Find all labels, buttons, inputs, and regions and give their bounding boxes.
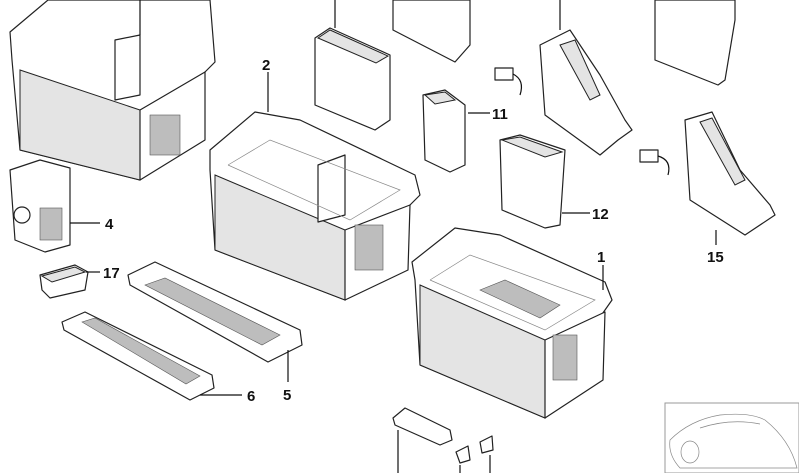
insert-panel-top-right[interactable]	[654, 0, 736, 86]
callout-11: 11	[492, 106, 508, 123]
callout-4: 4	[105, 216, 114, 233]
storage-box-top-left[interactable]	[9, 0, 216, 181]
guide-rail-top[interactable]	[494, 29, 633, 156]
callout-1: 1	[597, 249, 605, 266]
vehicle-thumbnail	[664, 402, 799, 473]
mounting-bracket[interactable]	[392, 407, 453, 446]
storage-box-1[interactable]	[411, 227, 613, 419]
part-15-guide-rail[interactable]	[639, 111, 776, 236]
insert-panel-top[interactable]	[392, 0, 471, 63]
part-6-tray-mat[interactable]	[61, 311, 215, 401]
part-12-tray[interactable]	[499, 134, 566, 229]
callout-15: 15	[707, 249, 724, 266]
callout-17: 17	[103, 265, 120, 282]
part-4-holder[interactable]	[9, 159, 71, 253]
insert-cassette[interactable]	[314, 27, 391, 131]
part-11-bracket[interactable]	[422, 89, 466, 173]
clip-left[interactable]	[455, 445, 471, 464]
callout-12: 12	[592, 206, 609, 223]
callout-5: 5	[283, 387, 291, 404]
part-5-tray-mat[interactable]	[127, 261, 303, 363]
part-17-cup[interactable]	[39, 264, 89, 299]
callout-6: 6	[247, 388, 255, 405]
clip-right[interactable]	[479, 435, 494, 454]
storage-box-2[interactable]	[209, 111, 421, 301]
callout-2: 2	[262, 57, 270, 74]
